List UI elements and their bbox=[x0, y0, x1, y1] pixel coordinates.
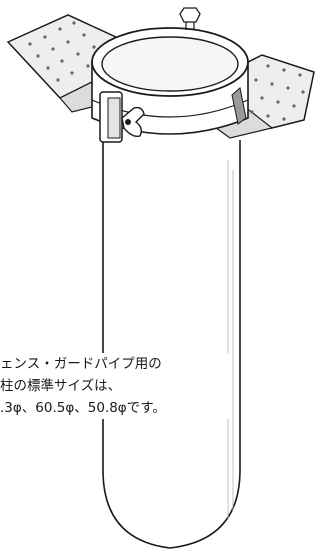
pipe-shading bbox=[227, 160, 234, 520]
top-bolt bbox=[179, 7, 201, 30]
wing-nut bbox=[99, 91, 145, 143]
size-caption: ェンス・ガードパイプ用の 柱の標準サイズは、 .3φ、60.5φ、50.8φです… bbox=[0, 353, 230, 419]
caption-line-3: .3φ、60.5φ、50.8φです。 bbox=[0, 400, 166, 416]
caption-line-1: ェンス・ガードパイプ用の bbox=[0, 356, 162, 372]
left-plate-holes bbox=[28, 21, 106, 82]
caption-line-2: 柱の標準サイズは、 bbox=[0, 378, 122, 394]
pipe-body bbox=[102, 140, 241, 549]
